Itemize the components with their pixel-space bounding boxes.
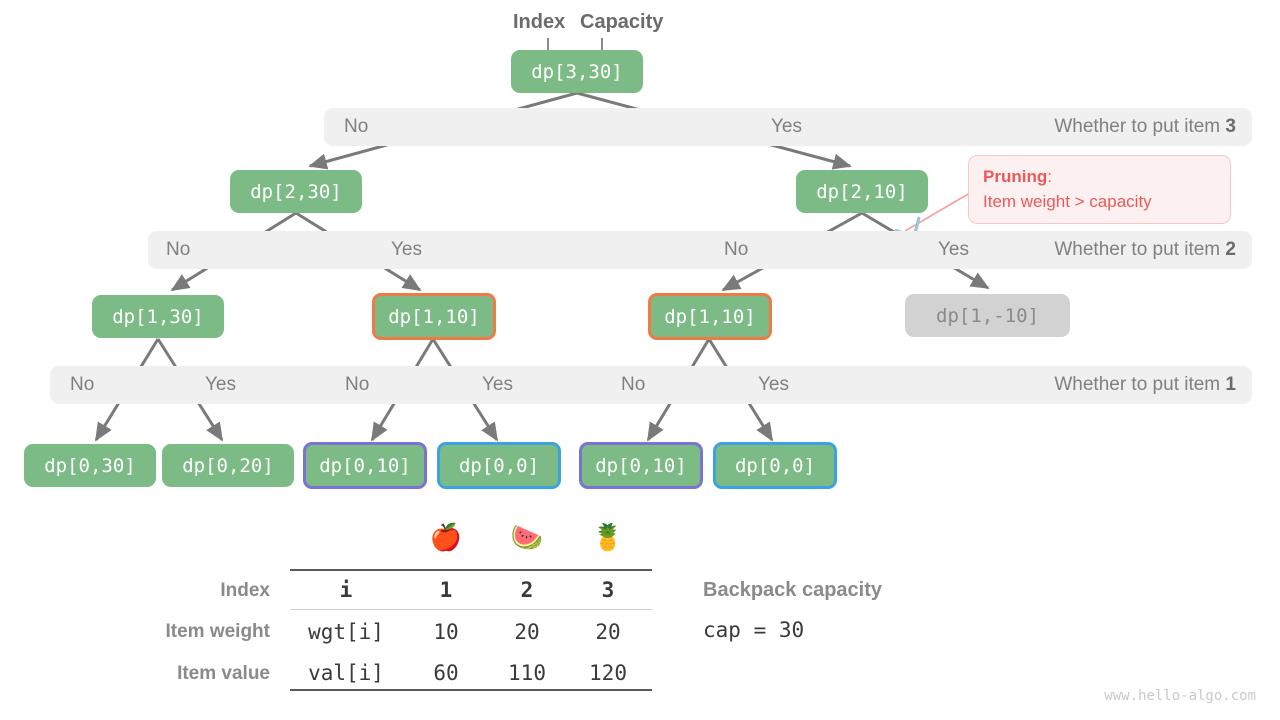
- decision-band-item2: No Yes No Yes Whether to put item 2: [148, 231, 1252, 269]
- pineapple-icon: 🍍: [591, 522, 625, 552]
- leaf-node-dp-0-10-b[interactable]: dp[0,10]: [579, 442, 703, 489]
- cell-name-val: val[i]: [308, 661, 384, 685]
- cell-value-2: 110: [508, 661, 546, 685]
- band3-choice-yes: Yes: [771, 116, 802, 137]
- leaf-node-dp-0-30[interactable]: dp[0,30]: [24, 444, 156, 487]
- pruning-title: Pruning: [983, 167, 1048, 186]
- tree-node-dp-3-30[interactable]: dp[3,30]: [511, 50, 643, 93]
- pruning-title-line: Pruning:: [983, 165, 1216, 190]
- cell-name-i: i: [339, 578, 353, 602]
- index-annotation: Index: [513, 11, 566, 33]
- tree-node-dp-1-neg10-pruned[interactable]: dp[1,-10]: [905, 294, 1070, 337]
- band1-choice-no-2: No: [345, 374, 370, 395]
- band2-choice-no-1: No: [166, 239, 191, 260]
- cell-name-wgt: wgt[i]: [308, 620, 384, 644]
- leaf-node-dp-0-10-a[interactable]: dp[0,10]: [303, 442, 427, 489]
- decision-band-item3: No Yes Whether to put item 3: [324, 108, 1252, 146]
- backpack-capacity-label: Backpack capacity: [703, 579, 883, 601]
- backpack-capacity-value: cap = 30: [703, 618, 805, 642]
- watermelon-icon: 🍉: [510, 522, 544, 552]
- tree-node-dp-1-10-a[interactable]: dp[1,10]: [372, 293, 496, 340]
- band3-question: Whether to put item 3: [1054, 116, 1236, 137]
- band1-choice-yes-3: Yes: [758, 374, 789, 395]
- pruning-callout: Pruning: Item weight > capacity: [968, 155, 1231, 225]
- cell-weight-3: 20: [595, 620, 621, 644]
- table-rule-mid: [290, 609, 652, 610]
- pruning-colon: :: [1047, 167, 1052, 186]
- decision-band-item1: No Yes No Yes No Yes Whether to put item…: [50, 366, 1252, 404]
- table-rule-top: [290, 569, 652, 571]
- leaf-node-dp-0-0-b[interactable]: dp[0,0]: [713, 442, 837, 489]
- row-label-item-value: Item value: [177, 663, 270, 684]
- apple-icon: 🍎: [429, 522, 463, 552]
- watermark: www.hello-algo.com: [1104, 688, 1256, 704]
- band1-choice-yes-1: Yes: [205, 374, 236, 395]
- tree-node-dp-1-10-b[interactable]: dp[1,10]: [648, 293, 772, 340]
- band1-choice-yes-2: Yes: [482, 374, 513, 395]
- row-label-item-weight: Item weight: [165, 621, 270, 642]
- band2-choice-no-2: No: [724, 239, 749, 260]
- pruning-reason: Item weight > capacity: [983, 191, 1152, 211]
- table-rule-bottom: [290, 689, 652, 691]
- tree-node-dp-2-10[interactable]: dp[2,10]: [796, 170, 928, 213]
- band1-question: Whether to put item 1: [1054, 374, 1236, 395]
- cell-weight-1: 10: [433, 620, 459, 644]
- band1-choice-no-1: No: [70, 374, 95, 395]
- leaf-node-dp-0-0-a[interactable]: dp[0,0]: [437, 442, 561, 489]
- tree-node-dp-2-30[interactable]: dp[2,30]: [230, 170, 362, 213]
- cell-value-1: 60: [433, 661, 459, 685]
- capacity-annotation: Capacity: [580, 11, 664, 33]
- cell-index-3: 3: [601, 578, 615, 602]
- cell-index-1: 1: [439, 578, 453, 602]
- row-label-index: Index: [220, 580, 270, 601]
- tree-node-dp-1-30[interactable]: dp[1,30]: [92, 295, 224, 338]
- band2-question: Whether to put item 2: [1054, 239, 1236, 260]
- cell-index-2: 2: [520, 578, 534, 602]
- band2-choice-yes-1: Yes: [391, 239, 422, 260]
- leaf-node-dp-0-20[interactable]: dp[0,20]: [162, 444, 294, 487]
- cell-value-3: 120: [589, 661, 627, 685]
- cell-weight-2: 20: [514, 620, 540, 644]
- band1-choice-no-3: No: [621, 374, 646, 395]
- band3-choice-no: No: [344, 116, 369, 137]
- band2-choice-yes-2: Yes: [938, 239, 969, 260]
